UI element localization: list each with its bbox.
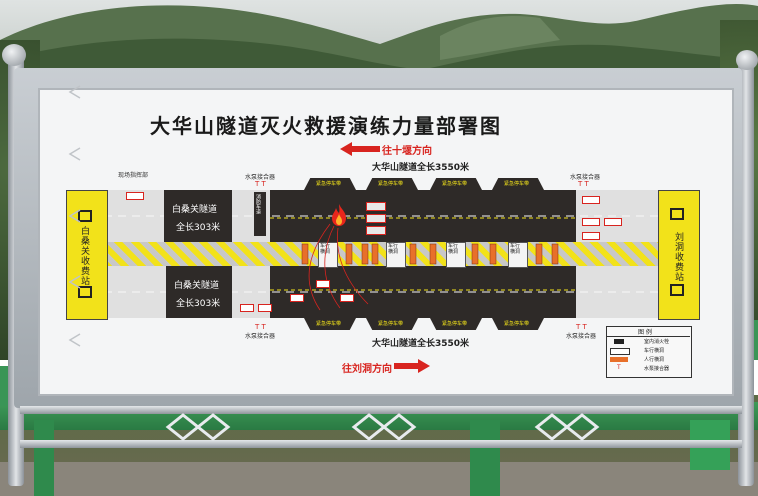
hydrant-icon xyxy=(614,339,624,344)
emergency-bay-bottom-label: 紧急停车带 xyxy=(316,321,342,327)
emergency-bay-bottom-label: 紧急停车带 xyxy=(504,321,530,327)
vehicle-marker xyxy=(582,232,600,240)
glass-reflection xyxy=(68,85,81,347)
direction-top: 往十堰方向 xyxy=(382,146,432,157)
emergency-bay-top xyxy=(304,178,356,190)
frame-bar-lower xyxy=(20,406,742,414)
pedestrian-passage-icon xyxy=(610,357,628,362)
cross-passage-label: 车行横洞 xyxy=(510,243,521,255)
label-pump-tr: 水泵接合器 xyxy=(570,174,601,181)
emergency-bay-top-label: 紧急停车带 xyxy=(442,181,468,187)
vehicle-marker xyxy=(582,196,600,204)
legend-item: 人行横洞 xyxy=(644,357,665,363)
green-post-center xyxy=(470,420,500,496)
diamond-ornaments xyxy=(165,413,600,441)
pump-marks-br: T T xyxy=(576,323,587,331)
arrow-right-icon xyxy=(394,359,430,373)
fire-icon xyxy=(332,204,346,226)
toll-booth-icon xyxy=(670,284,684,296)
emergency-bay-top xyxy=(492,178,544,190)
sign-title: 大华山隧道灭火救援演练力量部署图 xyxy=(150,114,502,138)
legend-title: 图 例 xyxy=(638,329,652,336)
metal-post-right xyxy=(738,56,754,486)
emergency-bay-top xyxy=(430,178,482,190)
emergency-bay-top-label: 紧急停车带 xyxy=(316,181,342,187)
emergency-bay-top xyxy=(366,178,418,190)
median-strip xyxy=(104,242,658,266)
pavement xyxy=(0,462,758,496)
cross-passage-label: 车行横洞 xyxy=(320,243,331,255)
toll-left-label: 白桑关收费站 xyxy=(79,226,89,286)
label-pump-bl: 水泵接合器 xyxy=(245,333,276,340)
vehicle-passage-icon xyxy=(610,348,630,355)
legend-divider xyxy=(606,336,690,337)
cross-passage-label: 车行横洞 xyxy=(388,243,399,255)
vehicle-marker xyxy=(366,226,386,235)
pedestrian-passages xyxy=(301,243,559,265)
emergency-bay-bottom-label: 紧急停车带 xyxy=(378,321,404,327)
fire-lane-block xyxy=(254,192,266,236)
cross-passage xyxy=(386,242,406,268)
toll-booth-icon xyxy=(670,208,684,220)
post-cap-left xyxy=(2,44,26,66)
vehicle-marker xyxy=(366,214,386,223)
pump-marks-tr: T T xyxy=(578,180,589,188)
arrow-left-icon xyxy=(340,142,380,156)
legend-item: 室内消火栓 xyxy=(644,339,670,345)
tunnel-length-top: 大华山隧道全长3550米 xyxy=(372,163,470,173)
emergency-bay-bottom xyxy=(366,318,418,330)
label-pump-br: 水泵接合器 xyxy=(566,333,597,340)
frame-bar-bottom xyxy=(20,440,742,448)
direction-bottom: 往刘洞方向 xyxy=(342,364,392,375)
green-post-left xyxy=(34,420,54,496)
vehicle-marker xyxy=(258,304,272,312)
short-tunnel-upper xyxy=(164,190,232,242)
label-command: 现场指挥部 xyxy=(118,172,149,179)
emergency-bay-bottom-label: 紧急停车带 xyxy=(442,321,468,327)
vehicle-marker xyxy=(316,280,330,288)
emergency-bay-top-label: 紧急停车带 xyxy=(504,181,530,187)
vehicle-marker xyxy=(604,218,622,226)
label-pump-tl: 水泵接合器 xyxy=(245,174,276,181)
short-tunnel-lower xyxy=(166,266,232,318)
tunnel-lower-length: 全长303米 xyxy=(176,299,221,309)
vehicle-marker xyxy=(340,294,354,302)
toll-booth-icon xyxy=(78,210,92,222)
emergency-bay-bottom xyxy=(430,318,482,330)
pump-marks-bl: T T xyxy=(255,323,266,331)
legend-box xyxy=(606,326,692,378)
cross-passage xyxy=(508,242,528,268)
emergency-bay-bottom xyxy=(304,318,356,330)
vehicle-marker xyxy=(240,304,254,312)
vehicle-marker xyxy=(126,192,144,200)
cross-passage xyxy=(446,242,466,268)
legend-item: 水泵接合器 xyxy=(644,366,670,372)
vehicle-marker xyxy=(582,218,600,226)
tunnel-lower-name: 白桑关隧道 xyxy=(174,281,220,291)
tunnel-length-bottom: 大华山隧道全长3550米 xyxy=(372,339,470,349)
vehicle-marker xyxy=(290,294,304,302)
pump-marks-tl: T T xyxy=(255,180,266,188)
pump-connector-icon: T xyxy=(617,364,621,371)
emergency-bay-bottom xyxy=(492,318,544,330)
rescue-routes xyxy=(308,223,369,311)
emergency-bay-top-label: 紧急停车带 xyxy=(378,181,404,187)
toll-right-label: 刘洞收费站 xyxy=(673,232,683,282)
label-fire-lane: 消防车道 xyxy=(255,194,261,214)
tunnel-upper-length: 全长303米 xyxy=(176,223,221,233)
lane-markings xyxy=(104,215,658,293)
toll-right-box xyxy=(658,190,700,320)
toll-booth-icon xyxy=(78,286,92,298)
cross-passage-label: 车行横洞 xyxy=(448,243,459,255)
vehicle-marker xyxy=(366,202,386,211)
legend-item: 车行横洞 xyxy=(644,348,665,354)
tunnel-upper-name: 白桑关隧道 xyxy=(172,205,218,215)
post-cap-right xyxy=(736,50,758,70)
